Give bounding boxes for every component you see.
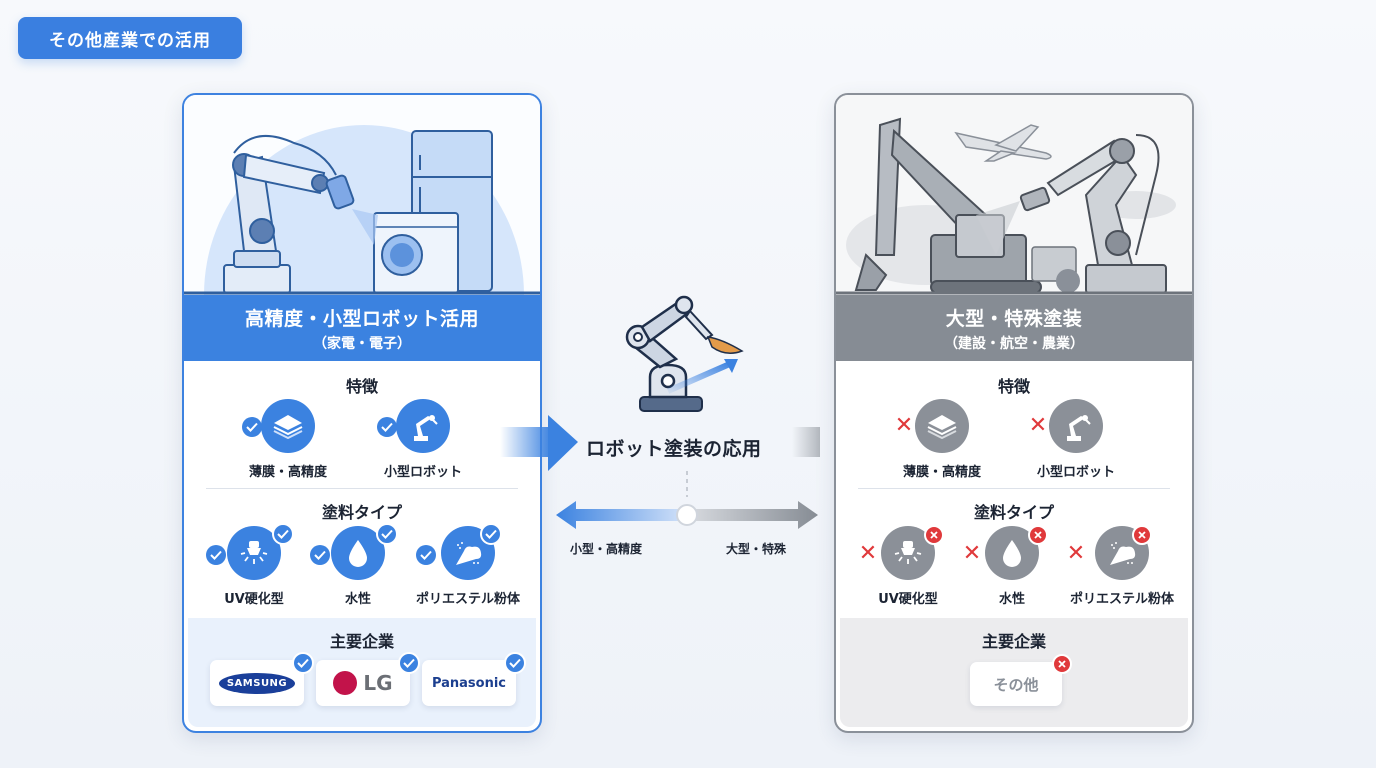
paint-label: UV硬化型: [224, 592, 284, 607]
cross-icon: ✕: [1028, 412, 1048, 438]
cross-badge-icon: [1132, 525, 1152, 545]
small-precision-card: 高精度・小型ロボット活用 （家電・電子） 特徴 薄膜・高精度 小型ロボット 塗料…: [182, 93, 542, 733]
check-badge-icon: [504, 652, 526, 674]
check-badge-icon: [480, 523, 502, 545]
paint-label: 水性: [998, 592, 1025, 607]
cross-icon: ✕: [894, 412, 914, 438]
companies-title: 主要企業: [329, 632, 394, 651]
panasonic-logo-text: Panasonic: [431, 675, 507, 691]
check-icon: [206, 545, 226, 565]
company-logo-lg: LG: [316, 660, 410, 706]
feature-label: 小型ロボット: [383, 465, 462, 480]
paint-label: ポリエステル粉体: [1069, 592, 1174, 607]
company-logo-samsung: SAMSUNG: [210, 660, 304, 706]
feature-thin-film: 薄膜・高精度: [892, 399, 992, 480]
cross-badge-icon: [1052, 654, 1072, 674]
companies-section: 主要企業 その他: [840, 618, 1188, 727]
page-title: その他産業での活用: [18, 17, 242, 59]
feature-label: 薄膜・高精度: [902, 465, 981, 480]
water-drop-icon: [985, 526, 1039, 580]
paint-types-title: 塗料タイプ: [973, 503, 1054, 522]
cross-badge-icon: [924, 525, 944, 545]
scale-left-label: 小型・高精度: [570, 542, 643, 556]
check-icon: [416, 545, 436, 565]
companies-section: 主要企業 SAMSUNG LG Panasonic: [188, 618, 536, 727]
feature-label: 小型ロボット: [1036, 465, 1115, 480]
category-subtitle: （家電・電子）: [313, 335, 411, 352]
category-band: 高精度・小型ロボット活用 （家電・電子）: [184, 295, 540, 361]
paint-label: ポリエステル粉体: [415, 592, 520, 607]
company-other: その他: [970, 662, 1062, 706]
center-title: ロボット塗装の応用: [586, 438, 762, 460]
paint-water: 水性: [964, 526, 1060, 607]
check-badge-icon: [376, 523, 398, 545]
arrow-right-blue-icon: [500, 415, 578, 471]
check-badge-icon: [292, 652, 314, 674]
check-badge-icon: [398, 652, 420, 674]
category-title: 高精度・小型ロボット活用: [244, 307, 479, 330]
feature-label: 薄膜・高精度: [248, 465, 327, 480]
cross-icon: ✕: [962, 540, 982, 566]
paint-types-title: 塗料タイプ: [321, 503, 402, 522]
scale-arrow: [556, 501, 818, 529]
category-band: 大型・特殊塗装 （建設・航空・農業）: [836, 295, 1192, 361]
center-diagram: [500, 295, 820, 529]
paint-polyester-powder: ポリエステル粉体: [1060, 526, 1184, 607]
layers-icon: [915, 399, 969, 453]
feature-small-robot: 小型ロボット: [1026, 399, 1126, 480]
category-subtitle: （建設・航空・農業）: [944, 335, 1084, 352]
company-logo-panasonic: Panasonic: [422, 660, 516, 706]
company-other-label: その他: [993, 675, 1039, 694]
check-icon: [242, 417, 262, 437]
paint-label: UV硬化型: [878, 592, 938, 607]
check-icon: [377, 417, 397, 437]
cross-icon: ✕: [1066, 540, 1086, 566]
robot-arm-icon: [1049, 399, 1103, 453]
appliance-painting-illustration: [184, 95, 540, 295]
lg-logo-icon: [333, 671, 358, 695]
cross-icon: ✕: [858, 540, 878, 566]
category-title: 大型・特殊塗装: [945, 307, 1083, 330]
lg-logo-text: LG: [363, 671, 393, 695]
large-special-card: 大型・特殊塗装 （建設・航空・農業） 特徴 薄膜・高精度 ✕ 小型ロボット ✕ …: [834, 93, 1194, 733]
features-title: 特徴: [997, 377, 1030, 396]
construction-painting-illustration: [836, 95, 1192, 295]
check-icon: [310, 545, 330, 565]
companies-title: 主要企業: [981, 632, 1046, 651]
section-divider: [206, 488, 518, 489]
layers-icon: [261, 399, 315, 453]
robot-arm-icon: [396, 399, 450, 453]
paint-label: 水性: [344, 592, 371, 607]
cross-badge-icon: [1028, 525, 1048, 545]
check-badge-icon: [272, 523, 294, 545]
feature-small-robot: 小型ロボット: [373, 399, 473, 480]
samsung-logo: SAMSUNG: [218, 672, 296, 694]
features-title: 特徴: [345, 377, 378, 396]
arrow-right-gray-icon: [792, 427, 820, 457]
feature-thin-film: 薄膜・高精度: [238, 399, 338, 480]
scale-right-label: 大型・特殊: [726, 542, 787, 556]
section-divider: [858, 488, 1170, 489]
robot-painting-icon: [625, 295, 744, 412]
